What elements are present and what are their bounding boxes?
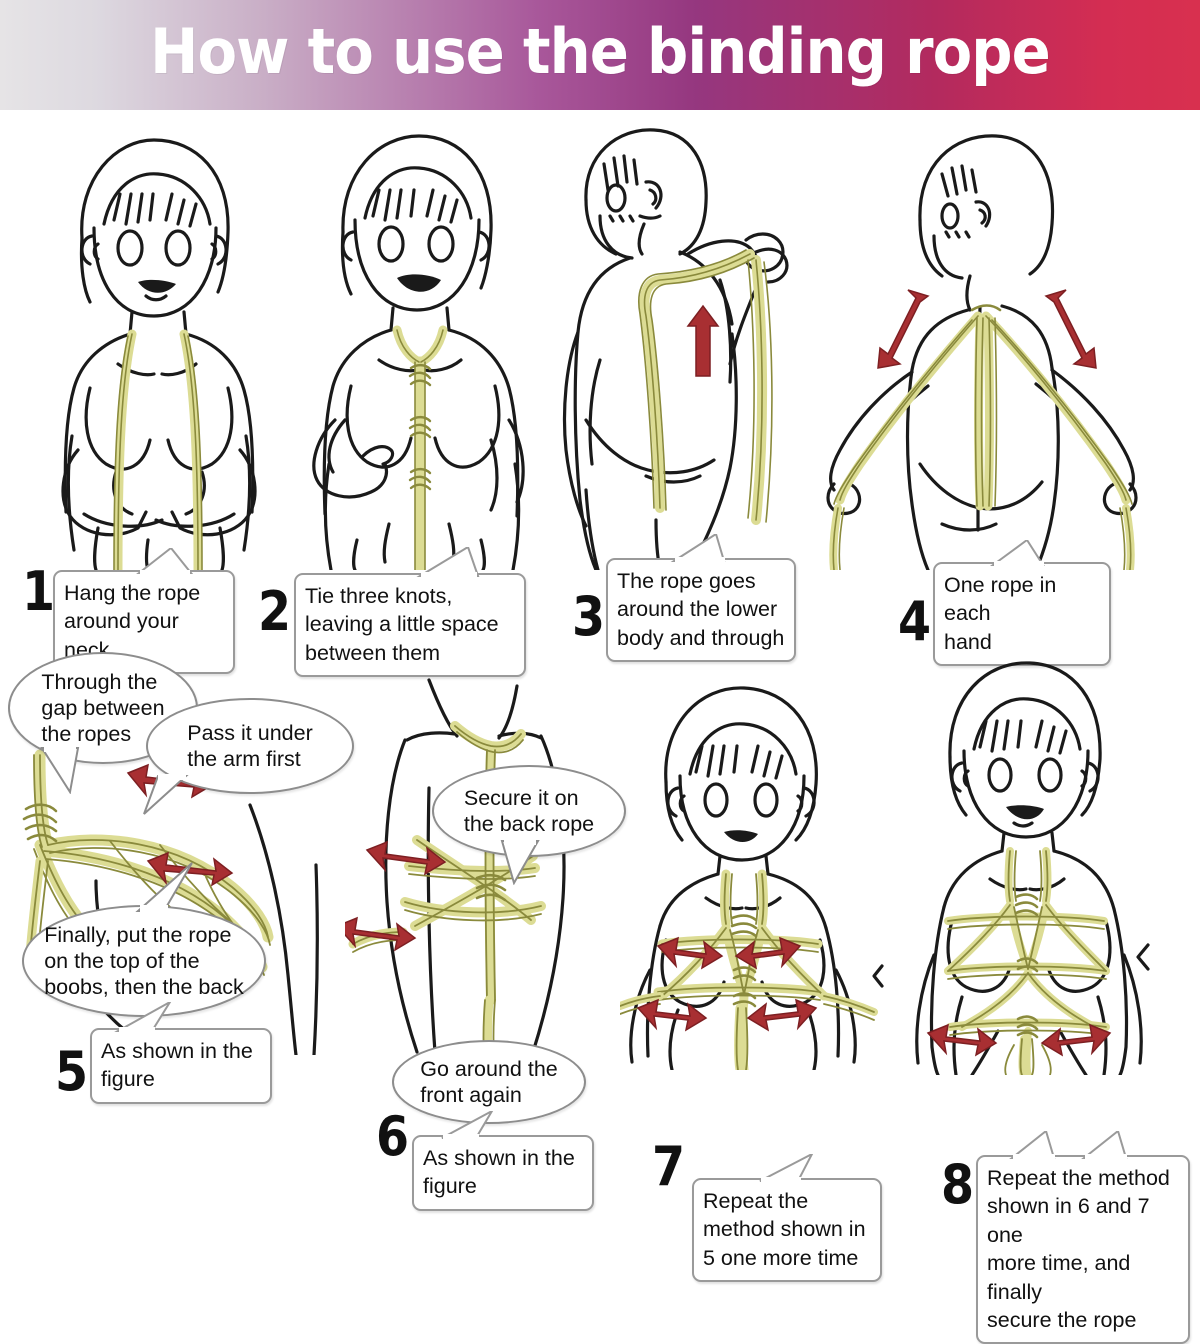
oval-tail-6a <box>500 837 540 885</box>
step-5-note-2-text: Pass it under the arm first <box>187 720 313 771</box>
oval-tail-5b <box>143 774 189 815</box>
step-panel-4 <box>820 120 1160 570</box>
step-caption-8: Repeat the method shown in 6 and 7 one m… <box>976 1131 1190 1344</box>
step-number-2: 2 <box>258 580 292 643</box>
step-caption-4: One rope in each hand <box>933 540 1111 667</box>
oval-tail-5c <box>135 862 193 913</box>
step-caption-3: The rope goes around the lower body and … <box>606 534 796 663</box>
step-panel-7 <box>620 640 920 1070</box>
step-6-note-1: Secure it on the back rope <box>432 765 626 885</box>
step-caption-1-text: Hang the rope around your neck <box>64 581 201 662</box>
step-caption-7: Repeat the method shown in 5 one more ti… <box>692 1154 882 1283</box>
step-caption-2-text: Tie three knots, leaving a little space … <box>305 584 499 665</box>
step-panel-6 <box>345 670 635 1070</box>
step-7-illustration <box>620 686 884 1070</box>
step-panel-8 <box>910 635 1200 1075</box>
direction-arrow <box>636 936 818 1032</box>
step-number-3: 3 <box>572 585 606 648</box>
oval-tail-5a <box>40 746 80 794</box>
step-caption-6-text: As shown in the figure <box>423 1146 575 1199</box>
callout-tail-2 <box>416 547 480 577</box>
callout-tail-5 <box>114 1002 172 1032</box>
callout-tail-7 <box>759 1154 814 1182</box>
step-6-note-1-text: Secure it on the back rope <box>463 785 595 836</box>
callout-tail-6 <box>441 1111 494 1139</box>
step-4-illustration <box>826 134 1138 570</box>
step-3-illustration <box>562 128 789 570</box>
step-panel-1 <box>20 120 290 570</box>
instruction-sheet: 1 Hang the rope around your neck <box>0 110 1200 1344</box>
step-1-illustration <box>61 138 257 570</box>
step-caption-7-text: Repeat the method shown in 5 one more ti… <box>703 1189 866 1270</box>
step-caption-8-text: Repeat the method shown in 6 and 7 one m… <box>987 1166 1170 1332</box>
direction-arrow <box>877 289 1097 369</box>
step-panel-3 <box>560 120 850 570</box>
step-6-note-2-text: Go around the front again <box>420 1056 558 1107</box>
direction-arrow <box>686 304 720 377</box>
callout-tail-1 <box>136 548 194 574</box>
step-caption-5: As shown in the figure <box>90 1002 272 1104</box>
step-5-note-2: Pass it under the arm first <box>143 698 354 815</box>
step-number-1: 1 <box>22 560 56 623</box>
step-5-note-1-text: Through the gap between the ropes <box>41 669 165 747</box>
step-5-note-3: Finally, put the rope on the top of the … <box>22 862 266 1017</box>
step-caption-2: Tie three knots, leaving a little space … <box>294 547 526 678</box>
step-caption-3-text: The rope goes around the lower body and … <box>617 569 785 650</box>
step-number-8: 8 <box>941 1153 975 1216</box>
step-number-4: 4 <box>898 590 932 653</box>
header-banner: How to use the binding rope <box>0 0 1200 110</box>
callout-tail-3 <box>670 534 726 562</box>
step-number-7: 7 <box>652 1135 686 1198</box>
step-caption-5-text: As shown in the figure <box>101 1039 253 1092</box>
direction-arrow <box>345 840 447 952</box>
step-panel-2 <box>285 120 560 570</box>
page-title: How to use the binding rope <box>150 15 1051 88</box>
callout-tail-4 <box>989 540 1045 566</box>
direction-arrow <box>926 1023 1112 1057</box>
step-number-6: 6 <box>376 1105 410 1168</box>
step-6-note-2: Go around the front again <box>392 1040 586 1124</box>
step-6-illustration <box>345 678 566 1070</box>
step-caption-4-text: One rope in each hand <box>944 573 1057 654</box>
step-8-illustration <box>915 661 1150 1075</box>
step-number-5: 5 <box>55 1040 89 1103</box>
step-2-illustration <box>312 134 525 570</box>
step-5-note-3-text: Finally, put the rope on the top of the … <box>44 922 244 1000</box>
step-caption-6: As shown in the figure <box>412 1111 594 1211</box>
callout-tail-8 <box>1009 1131 1128 1159</box>
step-caption-1: Hang the rope around your neck <box>53 548 235 675</box>
